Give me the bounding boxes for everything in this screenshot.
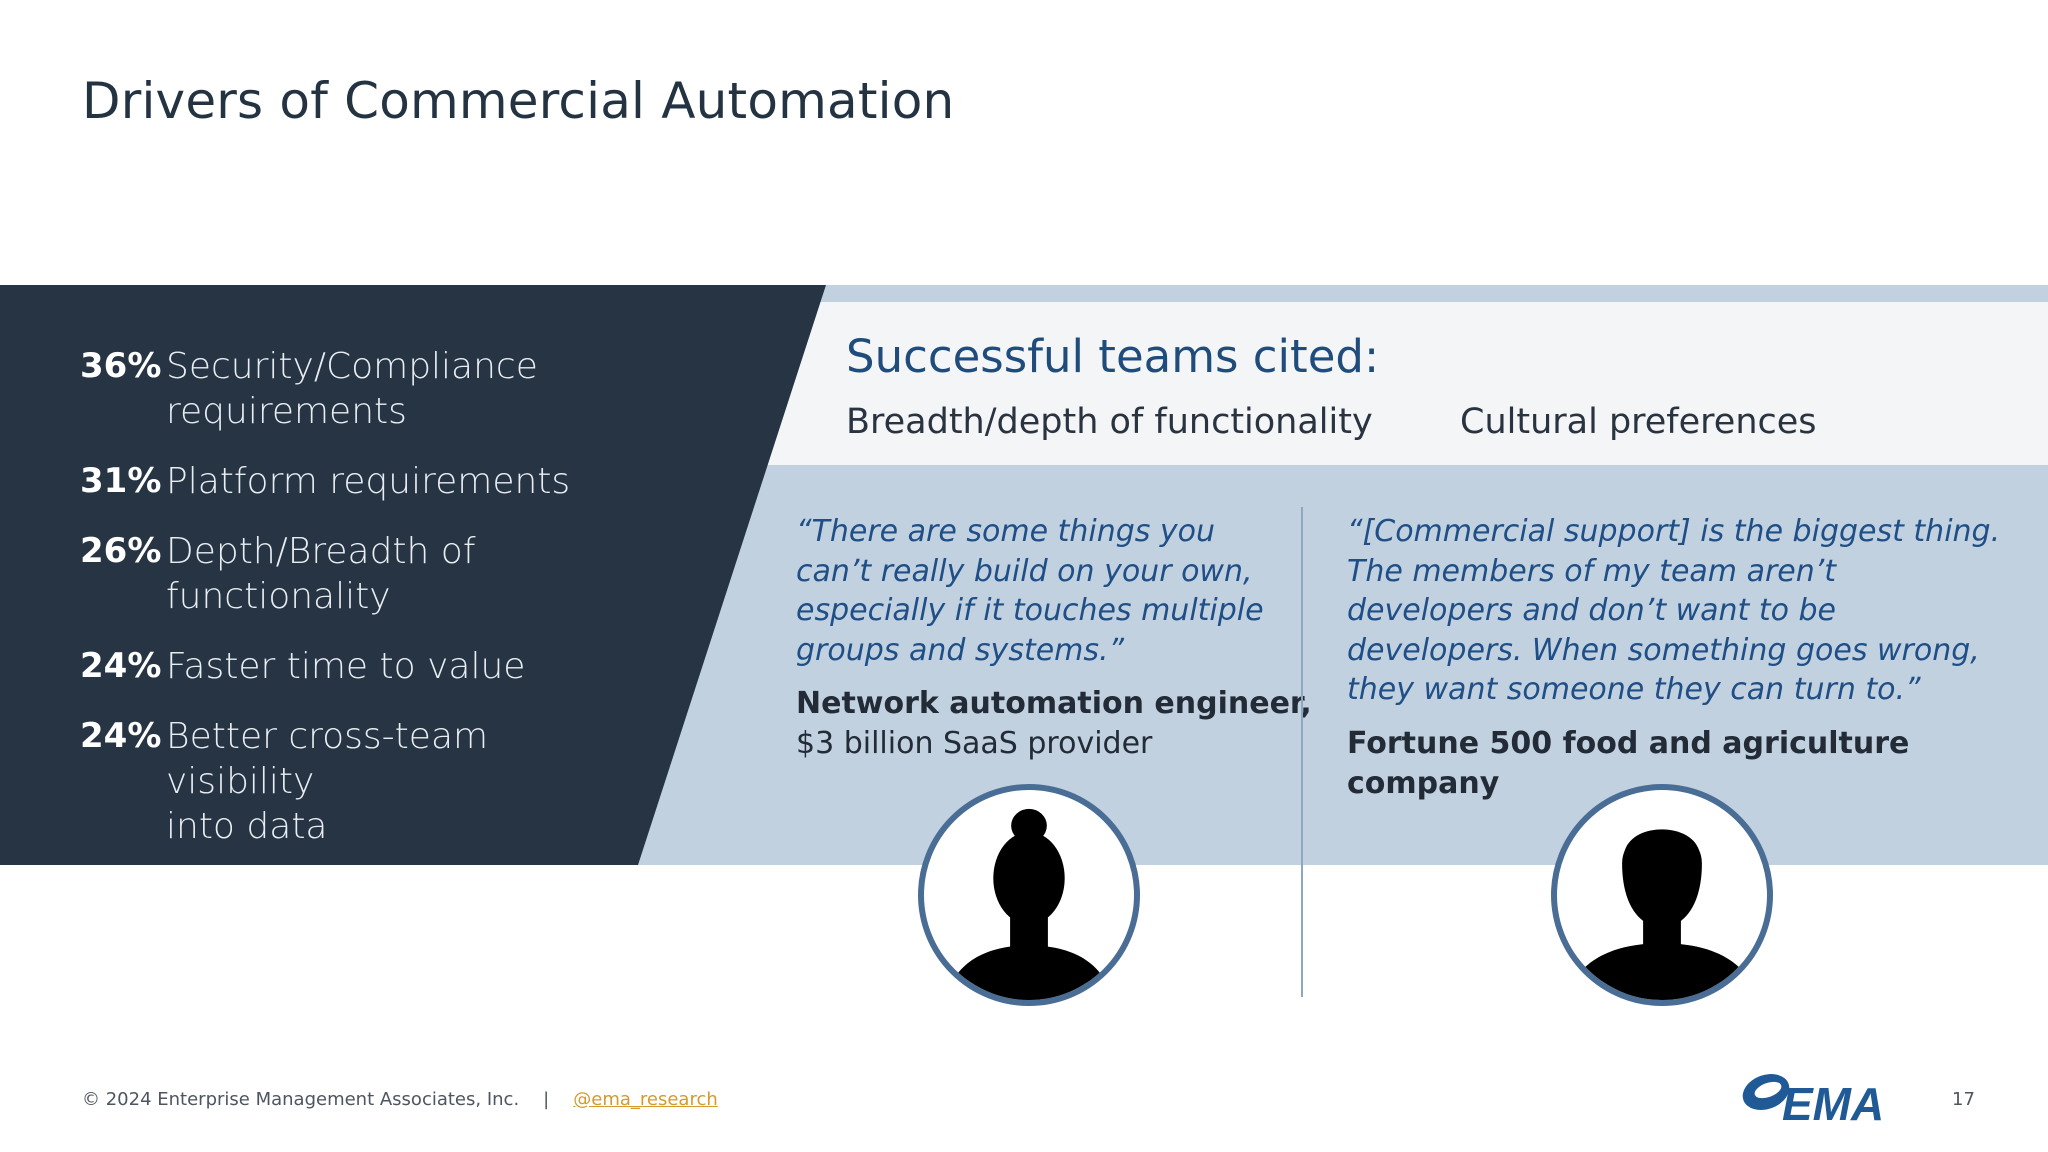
quote-line: groups and systems.” [796,632,1125,668]
quote-line: “There are some things you [796,514,1216,549]
stat-label: Platform requirements [166,461,571,502]
quote-line: “[Commercial support] is the biggest thi… [1347,514,2001,549]
cited-item-culture: Cultural preferences [1460,402,1817,442]
cited-item-functionality: Breadth/depth of functionality [846,402,1373,442]
stat-percent: 36% [80,346,162,386]
female-silhouette-avatar [918,784,1140,1006]
female-silhouette-icon [945,808,1113,1000]
stat-item: 24% Faster time to value [80,644,640,689]
stat-item: 31% Platform requirements [80,459,640,504]
stat-label-line: Better cross-team visibility [166,716,489,802]
stat-label-line: Security/Compliance [166,346,538,387]
stat-item: 24% Better cross-team visibility into da… [80,714,640,849]
stat-label-line: functionality [166,576,391,617]
footer: © 2024 Enterprise Management Associates,… [82,1089,718,1110]
quote-divider [1301,507,1303,997]
page-title: Drivers of Commercial Automation [82,72,955,130]
stat-label-line: into data [166,806,328,847]
stat-label-line: requirements [166,391,407,432]
quote-line: they want someone they can turn to.” [1347,672,1921,707]
stats-list: 36% Security/Compliance requirements 31%… [80,344,640,874]
stat-percent: 26% [80,531,162,571]
ema-logo: EMA [1742,1074,1884,1126]
stat-percent: 24% [80,716,162,756]
quote-line: especially if it touches multiple [796,593,1264,628]
quote-line: The members of my team aren’t [1347,553,1837,589]
attribution-company: Fortune 500 food and agriculture company [1347,726,1910,801]
quote-attribution-2: Fortune 500 food and agriculture company [1347,724,2048,803]
stat-percent: 31% [80,461,162,501]
male-silhouette-avatar [1551,784,1773,1006]
male-silhouette-icon [1565,829,1759,1000]
stat-label: Faster time to value [166,646,526,687]
quote-network-engineer: “There are some things you can’t really … [796,512,1276,670]
ema-logo-text: EMA [1782,1078,1884,1126]
stat-item: 36% Security/Compliance requirements [80,344,640,434]
stat-item: 26% Depth/Breadth of functionality [80,529,640,619]
quote-fortune-500: “[Commercial support] is the biggest thi… [1347,512,2027,710]
cited-heading: Successful teams cited: [846,330,1380,383]
attribution-role: Network automation engineer, [796,686,1312,721]
page-number: 17 [1952,1089,1975,1110]
quote-line: can’t really build on your own, [796,553,1253,589]
dark-stats-panel [0,285,826,865]
twitter-handle-link[interactable]: @ema_research [573,1089,718,1110]
stat-label: Security/Compliance requirements [166,344,538,434]
quote-line: developers and don’t want to be [1347,593,1837,628]
footer-separator: | [543,1089,550,1110]
stat-percent: 24% [80,646,162,686]
stat-label: Depth/Breadth of functionality [166,529,476,619]
stat-label: Better cross-team visibility into data [166,714,640,849]
copyright-text: © 2024 Enterprise Management Associates,… [82,1089,520,1110]
attribution-company: $3 billion SaaS provider [796,725,1153,761]
stat-label-line: Depth/Breadth of [166,531,476,572]
quote-line: developers. When something goes wrong, [1347,632,1980,668]
quote-attribution-1: Network automation engineer, $3 billion … [796,684,1312,763]
